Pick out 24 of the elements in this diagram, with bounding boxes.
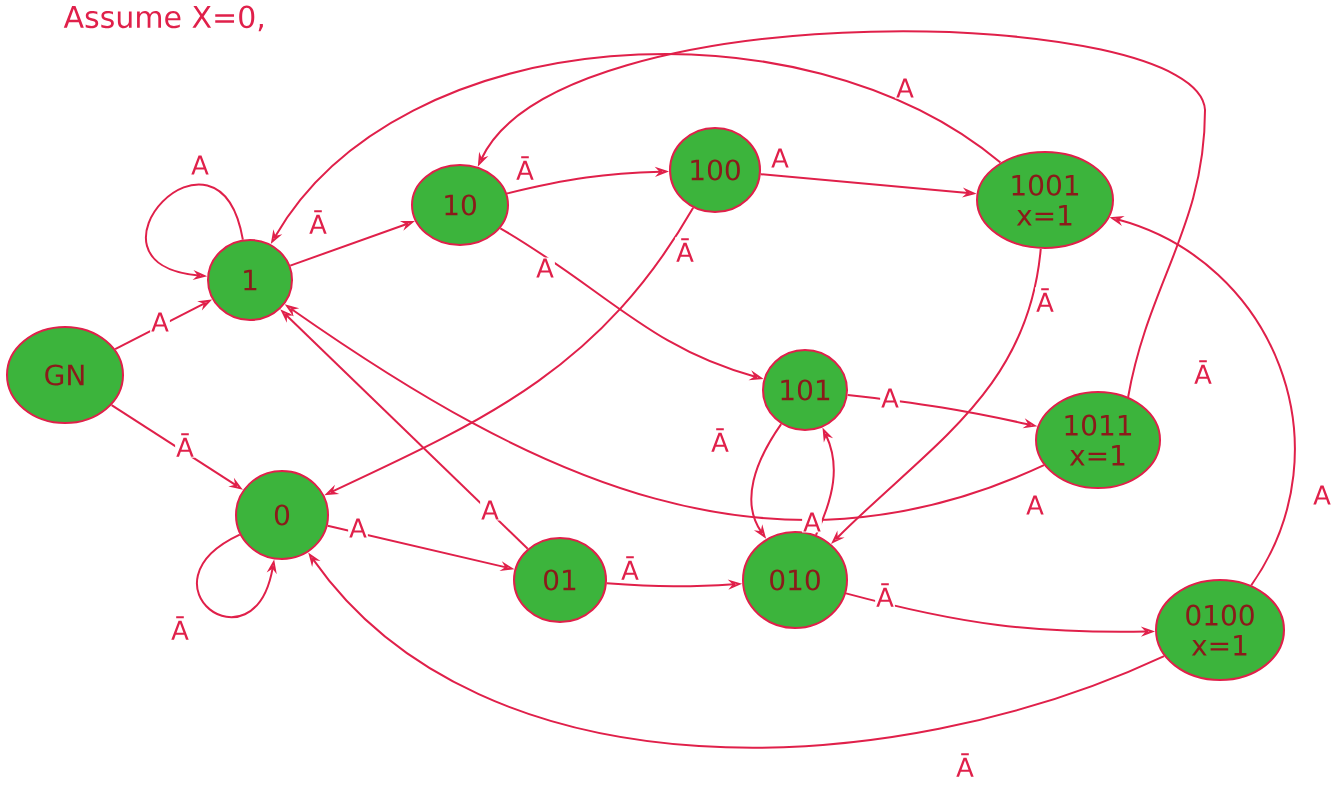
- edge-label: A: [480, 499, 500, 521]
- edge-label: A: [802, 511, 822, 533]
- edge-label: Ā: [620, 555, 640, 581]
- edge-label: A: [1312, 484, 1332, 506]
- edge-label: Ā: [875, 582, 895, 608]
- edge-label: A: [1025, 494, 1045, 516]
- edge-label: Ā: [308, 209, 328, 235]
- edge-label: A: [880, 387, 900, 409]
- edge-label: Ā: [175, 432, 195, 458]
- title: Assume X=0,: [63, 5, 263, 32]
- edge-label: A: [770, 147, 790, 169]
- edge-label: A: [895, 77, 915, 99]
- edge-label: A: [535, 257, 555, 279]
- edge-label: Ā: [515, 155, 535, 181]
- edge-label: Ā: [710, 427, 730, 453]
- edge-label: Ā: [170, 615, 190, 641]
- loop-arrow: [196, 533, 277, 619]
- edge-label: A: [348, 517, 368, 539]
- edge-label: Ā: [1035, 287, 1055, 313]
- edge-label: Ā: [955, 752, 975, 778]
- edge-label: Ā: [675, 237, 695, 263]
- edge-label: A: [190, 154, 210, 176]
- edge-label: Ā: [1193, 359, 1213, 385]
- edge-label: A: [150, 311, 170, 333]
